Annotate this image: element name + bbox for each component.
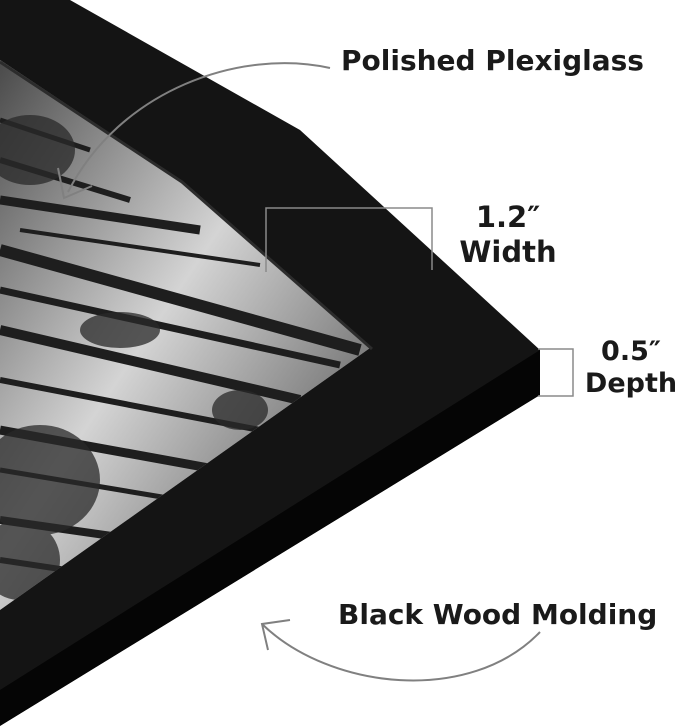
- depth-bracket: [538, 348, 574, 397]
- frame-molding: [0, 0, 540, 726]
- plexiglass-arrow: [67, 62, 331, 193]
- depth-label: 0.5″ Depth: [583, 336, 679, 401]
- forest-photo: [0, 60, 370, 610]
- width-word: Width: [459, 234, 557, 269]
- depth-value: 0.5″: [601, 336, 661, 367]
- molding-label: Black Wood Molding: [338, 598, 658, 631]
- frame-side-edge: [0, 350, 540, 726]
- plexiglass-arrowhead-icon: [57, 167, 93, 200]
- width-value: 1.2″: [475, 200, 541, 234]
- plexiglass-edge: [0, 60, 373, 351]
- depth-word: Depth: [584, 368, 678, 400]
- frame-depth-side: [0, 350, 679, 726]
- molding-arrowhead-icon: [260, 619, 291, 651]
- molding-arrow: [261, 623, 541, 682]
- width-label: 1.2″ Width: [453, 200, 563, 270]
- plexiglass-label: Polished Plexiglass: [341, 44, 644, 77]
- width-bracket: [265, 207, 433, 272]
